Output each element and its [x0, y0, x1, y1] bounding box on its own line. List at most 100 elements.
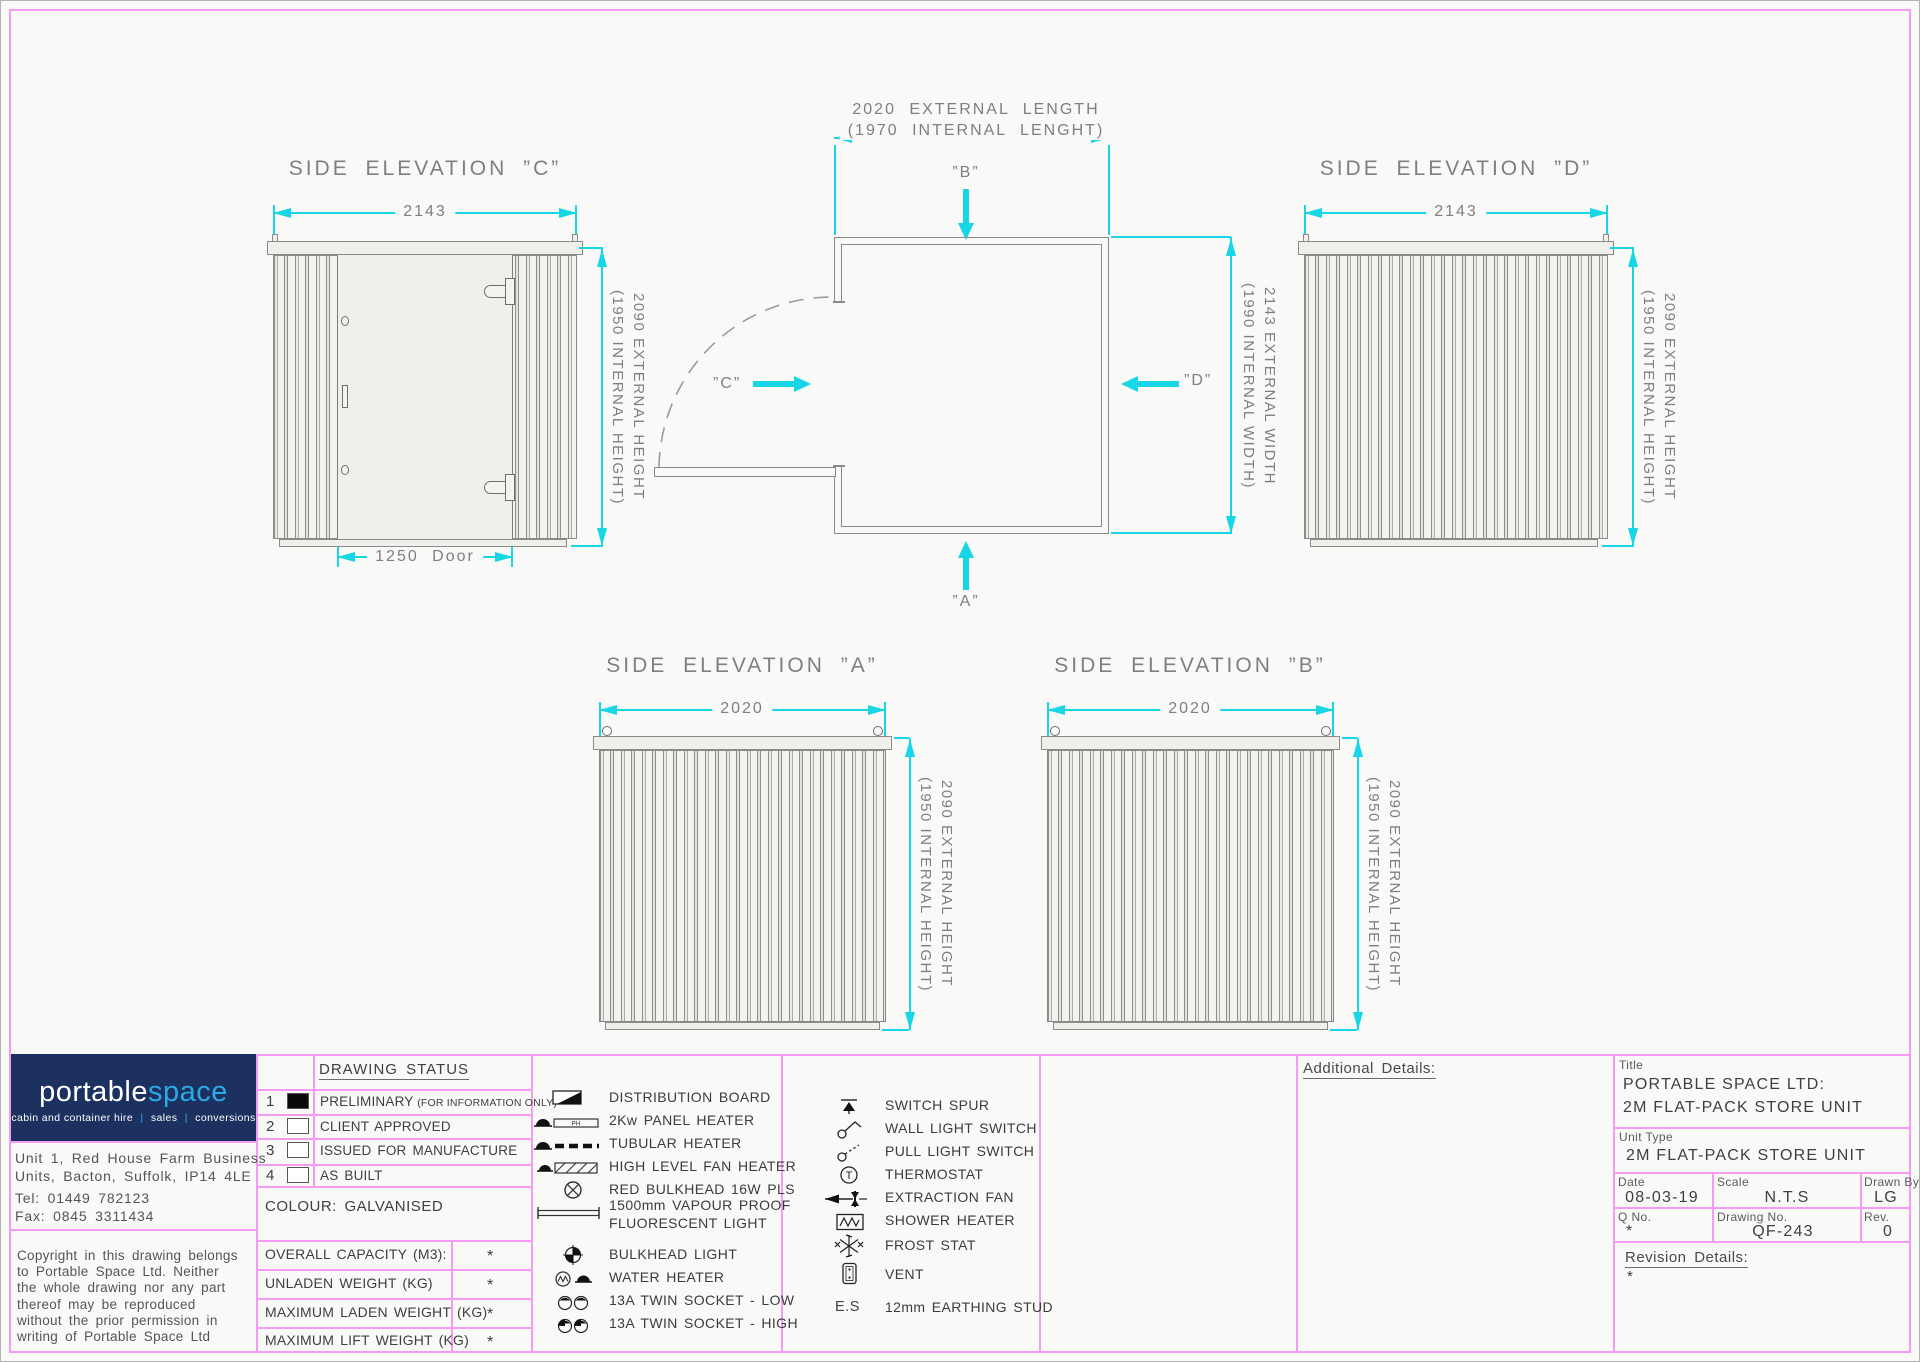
legend-label: 13A TWIN SOCKET - HIGH	[609, 1315, 798, 1331]
elevation-b-title: SIDE ELEVATION ”B”	[1054, 654, 1326, 677]
height-dim-line2: (1950 INTERNAL HEIGHT)	[609, 289, 626, 505]
plan-length-dim-line1: 2020 EXTERNAL LENGTH	[852, 101, 1100, 118]
plan-width-dim: 2143 EXTERNAL WIDTH (1990 INTERNAL WIDTH…	[1238, 237, 1280, 534]
bulkhead-light-icon	[563, 1245, 583, 1265]
elevation-d-width-dim: 2143	[1426, 203, 1486, 221]
direction-arrow-c-shaft	[753, 381, 795, 387]
door-lock	[341, 316, 349, 326]
logo-part2: space	[147, 1076, 228, 1108]
column-divider	[1296, 1054, 1298, 1353]
legend-label: DISTRIBUTION BOARD	[609, 1089, 771, 1105]
svg-text:T: T	[846, 1170, 853, 1182]
dim-connector	[882, 1029, 909, 1031]
height-dim-line1: 2090 EXTERNAL HEIGHT	[630, 293, 647, 501]
elevation-c-door-dim: 1250 Door	[367, 548, 483, 566]
elevation-b-panel	[1047, 750, 1334, 1022]
vent-icon	[842, 1262, 857, 1285]
direction-arrow-b-shaft	[963, 189, 969, 223]
wall-light-switch-icon	[837, 1121, 862, 1139]
status-checkbox-client-approved[interactable]	[287, 1118, 309, 1134]
elevation-d-bottom-rail	[1310, 539, 1598, 547]
spec-value: *	[487, 1306, 494, 1323]
additional-details-header: Additional Details:	[1303, 1060, 1436, 1079]
frost-stat-icon	[834, 1234, 864, 1258]
elevation-a-title: SIDE ELEVATION ”A”	[606, 654, 878, 677]
dim-ext-line	[1606, 205, 1608, 241]
dim-ext-line	[273, 205, 275, 241]
spec-value: *	[487, 1334, 494, 1351]
legend-label: 12mm EARTHING STUD	[885, 1299, 1054, 1315]
plan-label-a: ”A”	[952, 593, 980, 610]
copyright-line: Copyright in this drawing belongs	[17, 1248, 238, 1263]
legend-label: BULKHEAD LIGHT	[609, 1246, 738, 1262]
height-dim-line2: (1950 INTERNAL HEIGHT)	[1640, 289, 1657, 505]
height-dim-line2: (1950 INTERNAL HEIGHT)	[917, 776, 934, 992]
dim-connector	[1330, 1029, 1357, 1031]
dim-connector	[1111, 532, 1231, 534]
table-line	[256, 1269, 533, 1271]
status-label: CLIENT APPROVED	[320, 1119, 451, 1134]
q-no-label: Q No.	[1618, 1210, 1652, 1224]
door-jamb	[833, 465, 845, 467]
legend-label: RED BULKHEAD 16W PLS	[609, 1181, 795, 1197]
width-dim-line2: (1990 INTERNAL WIDTH)	[1240, 282, 1257, 489]
dim-arrow-up-icon	[597, 249, 607, 267]
spec-label: MAXIMUM LADEN WEIGHT (KG)	[265, 1304, 488, 1320]
fluorescent-light-icon	[537, 1207, 600, 1219]
dim-connector	[1610, 247, 1634, 249]
elevation-c-bottom-rail	[279, 539, 567, 547]
red-bulkhead-icon	[564, 1181, 582, 1199]
elevation-c-height-dim: 2090 EXTERNAL HEIGHT (1950 INTERNAL HEIG…	[607, 248, 649, 546]
legend-label: VENT	[885, 1266, 924, 1282]
tagline-2: sales	[150, 1112, 178, 1124]
extraction-fan-icon	[825, 1191, 867, 1207]
direction-arrow-b-icon	[958, 223, 974, 240]
unit-type-label: Unit Type	[1619, 1130, 1674, 1144]
legend-label: THERMOSTAT	[885, 1166, 984, 1182]
legend-label: WALL LIGHT SWITCH	[885, 1120, 1037, 1136]
phone-number: Tel: 01449 782123	[15, 1190, 150, 1206]
column-divider	[781, 1054, 783, 1353]
address-line2: Units, Bacton, Suffolk, IP14 4LE	[15, 1168, 252, 1184]
tagline-1: cabin and container hire	[11, 1112, 134, 1124]
panel-heater-icon: PH	[534, 1118, 599, 1128]
drawing-no-value: QF-243	[1752, 1223, 1814, 1240]
elevation-c-width-dim: 2143	[395, 203, 455, 221]
lifting-hole	[1321, 726, 1331, 736]
status-checkbox-as-built[interactable]	[287, 1167, 309, 1183]
status-row-number: 2	[266, 1118, 275, 1135]
fan-heater-icon	[537, 1162, 598, 1174]
dim-arrow-down-icon	[1226, 516, 1236, 534]
dim-connector	[1111, 236, 1231, 238]
column-divider	[1039, 1054, 1041, 1353]
status-label: PRELIMINARY (FOR INFORMATION ONLY)	[320, 1094, 557, 1109]
elevation-a-top-rail	[593, 736, 892, 750]
direction-arrow-a-shaft	[963, 558, 969, 590]
fax-number: Fax: 0845 3311434	[15, 1208, 155, 1224]
copyright-notice: Copyright in this drawing belongs to Por…	[17, 1248, 238, 1345]
pull-light-switch-icon	[837, 1144, 860, 1162]
legend-label: PULL LIGHT SWITCH	[885, 1143, 1035, 1159]
height-dim-line1: 2090 EXTERNAL HEIGHT	[1386, 780, 1403, 988]
drawn-by-value: LG	[1874, 1189, 1898, 1206]
table-line	[256, 1327, 533, 1329]
copyright-line: the whole drawing nor any part	[17, 1280, 226, 1296]
tagline-separator: |	[140, 1112, 144, 1124]
table-line	[451, 1240, 453, 1353]
door-swing-arc	[658, 296, 833, 468]
title-block-line	[1613, 1127, 1911, 1129]
tagline-3: conversions	[195, 1112, 256, 1124]
dim-ext-line	[1304, 205, 1306, 241]
legend-label: TUBULAR HEATER	[609, 1135, 742, 1151]
title-block-line	[1613, 1241, 1911, 1243]
lifting-hole	[1050, 726, 1060, 736]
table-line	[256, 1138, 533, 1140]
plan-door-opening	[832, 302, 846, 466]
dim-arrow-right-icon	[1316, 705, 1334, 715]
status-checkbox-preliminary[interactable]	[287, 1093, 309, 1109]
height-dim-line2: (1950 INTERNAL HEIGHT)	[1365, 776, 1382, 992]
status-checkbox-issued-for-manufacture[interactable]	[287, 1142, 309, 1158]
elevation-c-door	[337, 255, 513, 539]
date-value: 08-03-19	[1625, 1189, 1699, 1206]
